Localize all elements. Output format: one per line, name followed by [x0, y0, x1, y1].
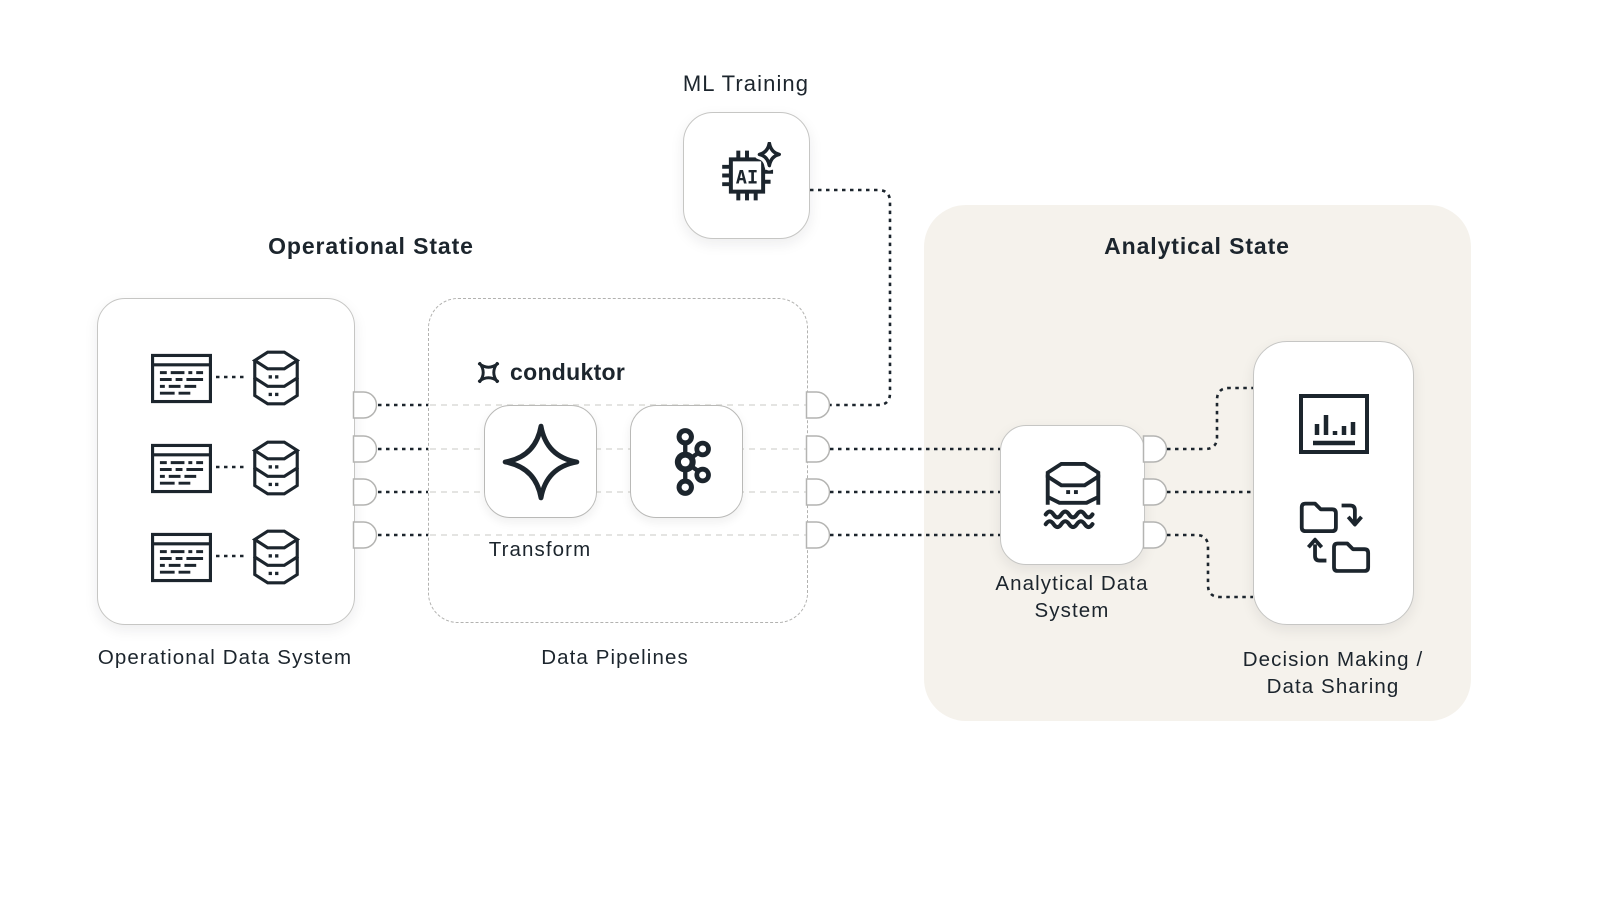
operational-data-system-label: Operational Data System [97, 646, 353, 669]
operational-data-system-node [97, 298, 355, 625]
chip-sparkle-icon [757, 142, 781, 168]
ml-training-label: ML Training [682, 71, 810, 96]
operational-state-heading: Operational State [268, 233, 474, 259]
sparkle-icon [498, 419, 584, 505]
transform-tile [484, 405, 597, 518]
decision-making-node [1253, 341, 1414, 625]
analytical-data-system-label: Analytical Data System [972, 570, 1172, 624]
chip-ai-text: AI [735, 168, 757, 189]
ai-chip-icon: AI [721, 142, 783, 201]
analytical-state-heading: Analytical State [1104, 233, 1290, 259]
conduktor-mark-icon [476, 360, 501, 385]
analytical-label-line2: System [1034, 599, 1110, 622]
decision-label-line1: Decision Making / [1242, 648, 1424, 671]
kafka-icon [659, 422, 715, 502]
kafka-tile [630, 405, 743, 518]
conduktor-logo: conduktor [476, 359, 625, 386]
data-pipelines-label: Data Pipelines [541, 646, 689, 669]
analytical-label-line1: Analytical Data [995, 572, 1149, 595]
transform-label: Transform [488, 538, 592, 561]
decision-label-line2: Data Sharing [1266, 675, 1400, 698]
decision-making-label: Decision Making / Data Sharing [1208, 646, 1458, 700]
conduktor-brand-text: conduktor [510, 359, 626, 385]
ml-training-node: AI [683, 112, 810, 239]
